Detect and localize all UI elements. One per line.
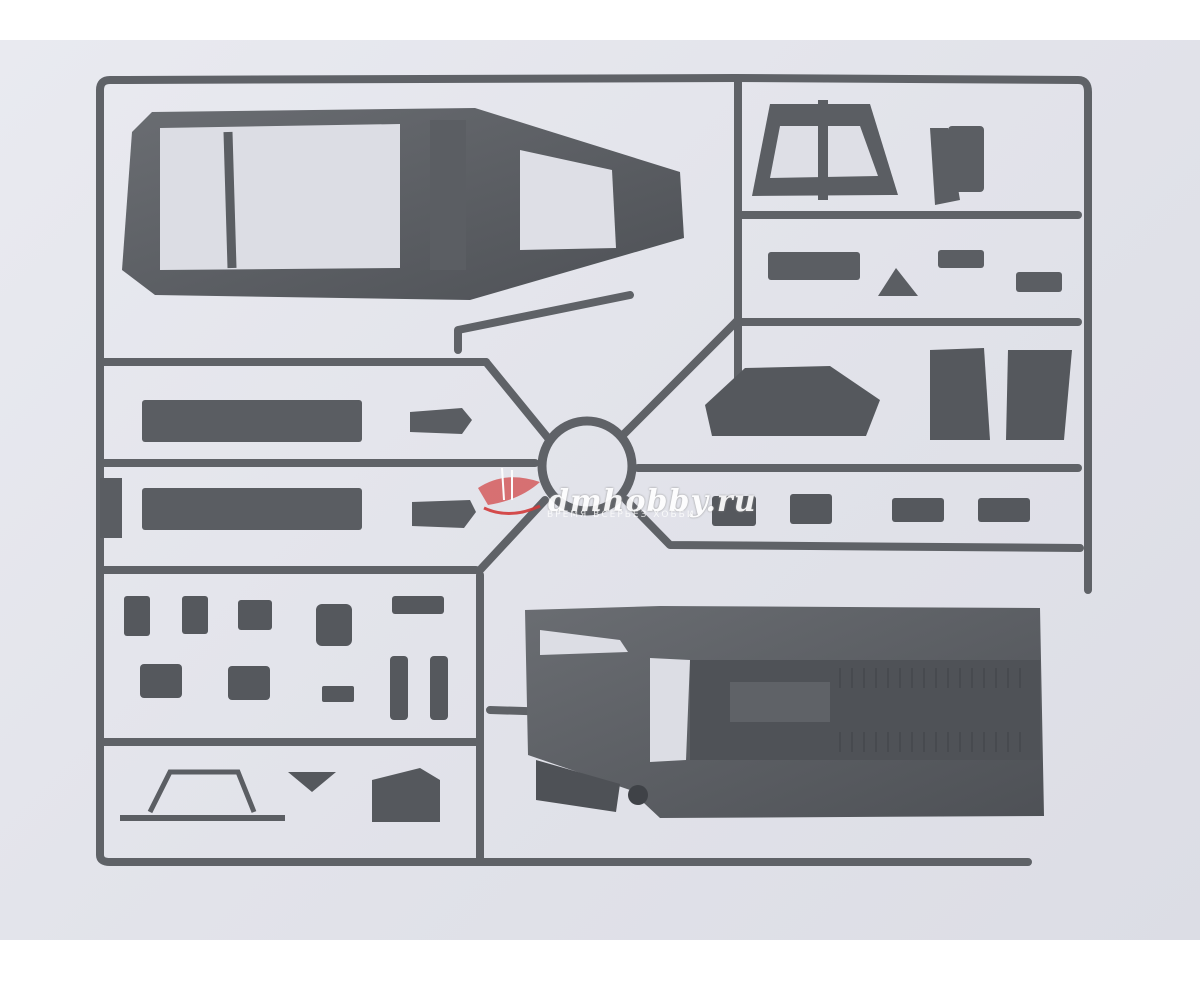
watermark-tagline: ВРЕМЯ ВСЕРЬЁЗ ХОББИ (547, 510, 696, 520)
upper-right-parts (752, 100, 1062, 296)
watermark-site-text: dmhobby.ru (548, 484, 757, 519)
right-middle-parts (705, 348, 1072, 526)
sprue-center-ring (537, 416, 637, 516)
left-middle-parts (100, 400, 476, 538)
watermark-logo-icon (478, 467, 541, 515)
hull-frame-part (122, 108, 684, 300)
sprue-frame (96, 74, 1092, 866)
lower-hull-part (525, 606, 1044, 818)
lower-left-parts (120, 596, 448, 822)
